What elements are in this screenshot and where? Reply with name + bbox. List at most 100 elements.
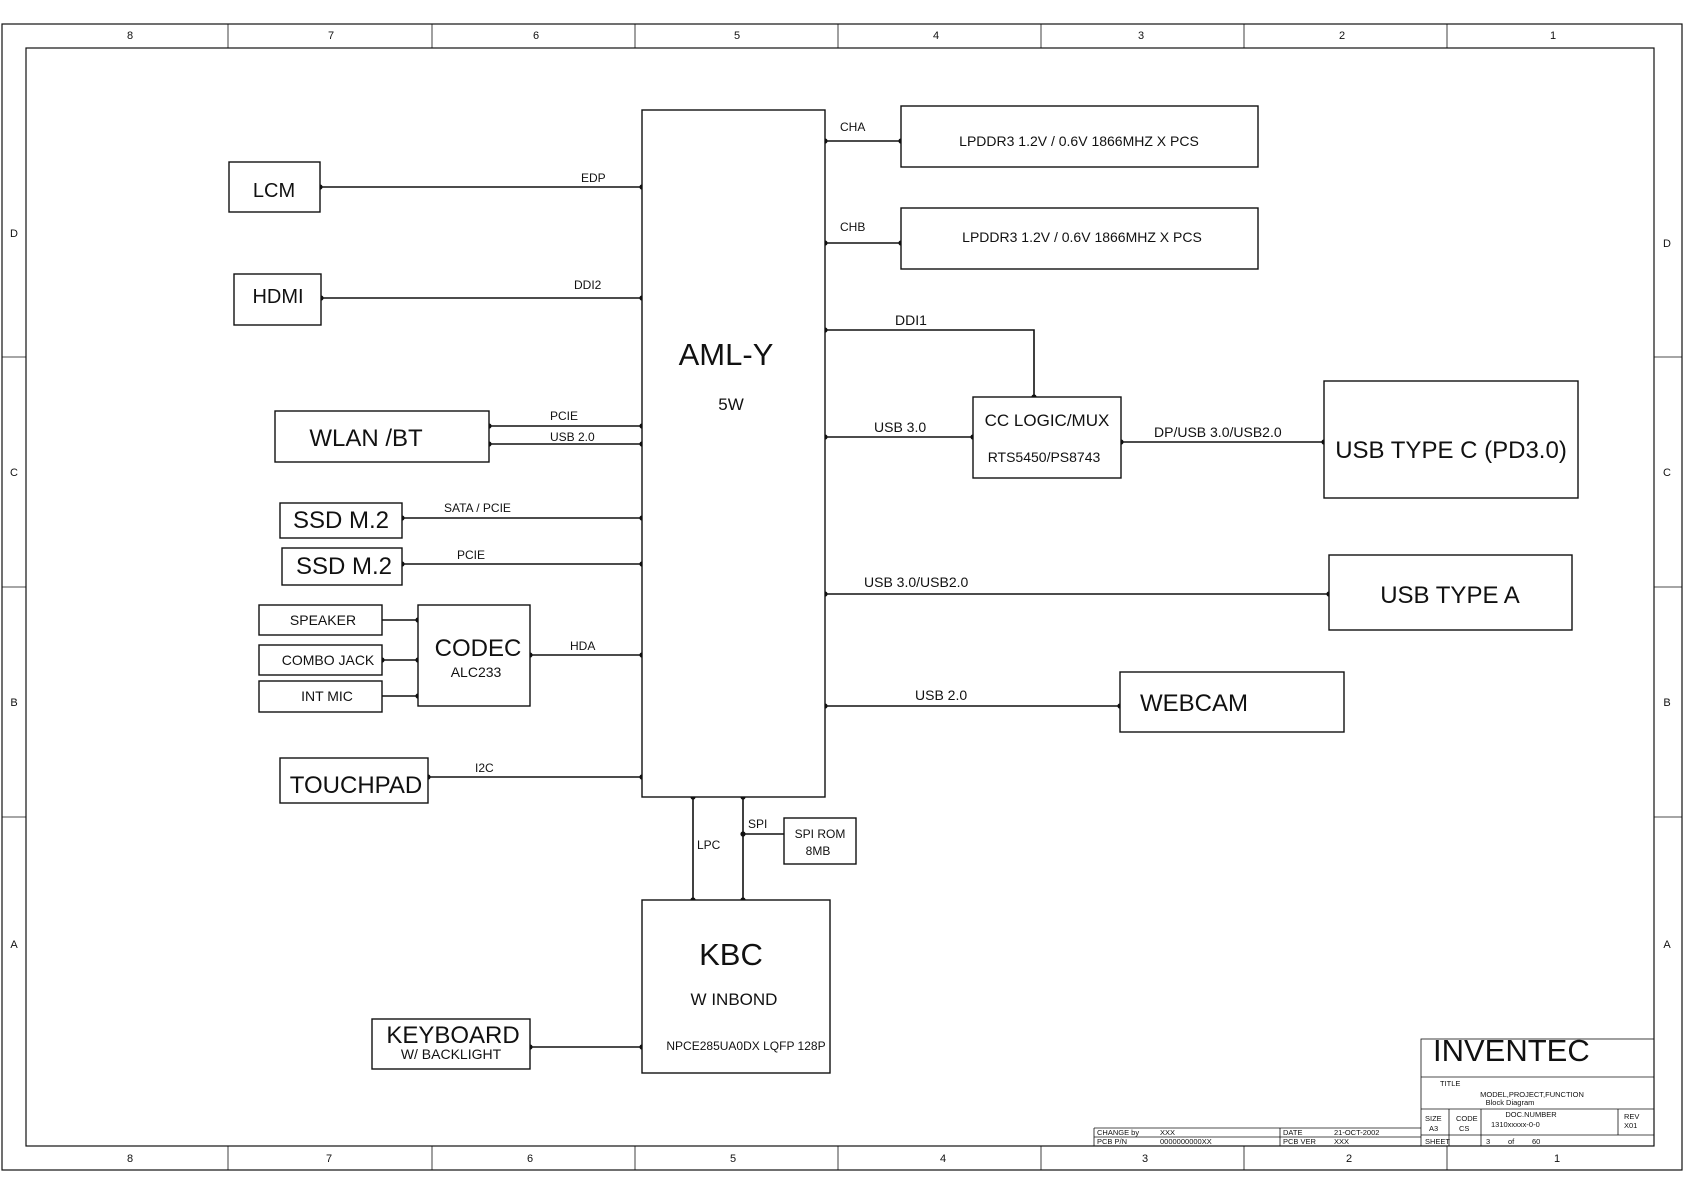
inner-border: [25, 47, 1655, 1147]
usb-type-c-label: USB TYPE C (PD3.0): [1335, 437, 1567, 464]
grid-col-bottom: 2: [1346, 1153, 1352, 1165]
codec-part: ALC233: [451, 664, 502, 680]
keyboard-sub-label: W/ BACKLIGHT: [401, 1046, 502, 1062]
kbc-name: KBC: [699, 937, 763, 972]
of-value: 60: [1532, 1137, 1540, 1146]
signal-pcie-wlan: PCIE: [550, 409, 578, 423]
cc-logic-block: CC LOGIC/MUX RTS5450/PS8743: [972, 396, 1122, 479]
pcb-ver-value: XXX: [1334, 1137, 1349, 1146]
lcm-label: LCM: [253, 180, 295, 202]
code-label: CODE: [1456, 1114, 1478, 1123]
grid-row-left: D: [10, 228, 18, 240]
pcb-ver-label: PCB VER: [1283, 1137, 1317, 1146]
grid-row-right: D: [1663, 238, 1671, 250]
grid-col-bottom: 4: [940, 1153, 946, 1165]
signal-i2c: I2C: [475, 761, 494, 775]
ssd-block: SSD M.2: [279, 502, 403, 539]
grid-col-top: 1: [1550, 30, 1556, 42]
kbc-part: NPCE285UA0DX LQFP 128P: [666, 1039, 825, 1053]
of-label: of: [1508, 1137, 1515, 1146]
webcam-label: WEBCAM: [1140, 690, 1248, 717]
grid-col-top: 6: [533, 30, 539, 42]
grid-row-left: C: [10, 467, 18, 479]
kbc-block: KBC W INBOND NPCE285UA0DX LQFP 128P: [641, 899, 831, 1074]
grid-col-top: 7: [328, 30, 334, 42]
signal-lpc: LPC: [697, 838, 721, 852]
lpddr3-label: LPDDR3 1.2V / 0.6V 1866MHZ X PCS: [962, 229, 1202, 245]
signal-dp-usb: DP/USB 3.0/USB2.0: [1154, 424, 1282, 440]
speaker-label: SPEAKER: [290, 612, 356, 628]
grid-col-top: 2: [1339, 30, 1345, 42]
signal-usb30: USB 3.0: [874, 419, 926, 435]
grid-col-bottom: 6: [527, 1153, 533, 1165]
signal-sata-pcie: SATA / PCIE: [444, 501, 511, 515]
sheet-value: 3: [1486, 1137, 1490, 1146]
title-block: INVENTEC TITLE MODEL,PROJECT,FUNCTION Bl…: [1093, 1033, 1655, 1147]
webcam-block: WEBCAM: [1119, 671, 1345, 733]
spi-rom-block: SPI ROM 8MB: [783, 817, 857, 865]
changed-by-label: CHANGE by: [1097, 1128, 1139, 1137]
zone-dividers-sides: [2, 356, 1682, 818]
usb-type-a-label: USB TYPE A: [1380, 582, 1520, 609]
lpddr3-block-chb: LPDDR3 1.2V / 0.6V 1866MHZ X PCS: [900, 207, 1259, 270]
signal-usb20-cam: USB 2.0: [915, 687, 967, 703]
hdmi-block: HDMI: [233, 273, 322, 326]
rev-label: REV: [1624, 1112, 1639, 1121]
grid-labels-left: D C B A: [10, 228, 18, 951]
cpu-name: AML-Y: [679, 337, 774, 372]
grid-col-bottom: 1: [1554, 1153, 1560, 1165]
int-mic-block: INT MIC: [258, 680, 383, 713]
spi-rom-size: 8MB: [806, 844, 831, 858]
signal-usb20-wlan: USB 2.0: [550, 430, 595, 444]
touchpad-label: TOUCHPAD: [290, 772, 422, 799]
signal-ddi1: DDI1: [895, 312, 927, 328]
ssd-label: SSD M.2: [293, 507, 389, 534]
doc-number-value: 1310xxxxx-0-0: [1491, 1120, 1540, 1129]
grid-col-bottom: 7: [326, 1153, 332, 1165]
combo-jack-label: COMBO JACK: [282, 652, 375, 668]
grid-row-right: B: [1663, 697, 1670, 709]
codec-label: CODEC: [435, 635, 522, 662]
signal-labels: EDP DDI2 PCIE USB 2.0 SATA / PCIE PCIE H…: [444, 120, 1282, 852]
cc-logic-label: CC LOGIC/MUX: [985, 411, 1110, 430]
outer-frame: [1, 23, 1683, 1171]
int-mic-label: INT MIC: [301, 688, 353, 704]
touchpad-block: TOUCHPAD: [279, 757, 429, 804]
signal-edp: EDP: [581, 171, 606, 185]
combo-jack-block: COMBO JACK: [258, 644, 383, 676]
size-label: SIZE: [1425, 1114, 1442, 1123]
ssd-label: SSD M.2: [296, 553, 392, 580]
grid-row-right: A: [1663, 939, 1671, 951]
signal-usb30-usb20: USB 3.0/USB2.0: [864, 574, 968, 590]
grid-labels-right: D C B A: [1663, 238, 1671, 951]
zone-dividers-bottom: [227, 1146, 1448, 1170]
grid-col-top: 4: [933, 30, 939, 42]
changed-by-value: XXX: [1160, 1128, 1175, 1137]
pcb-pn-value: 0000000000XX: [1160, 1137, 1212, 1146]
title-label: TITLE: [1440, 1079, 1460, 1088]
grid-row-right: C: [1663, 467, 1671, 479]
grid-labels-bottom: 8 7 6 5 4 3 2 1: [127, 1153, 1560, 1165]
spi-rom-label: SPI ROM: [795, 827, 846, 841]
keyboard-block: KEYBOARD W/ BACKLIGHT: [371, 1018, 531, 1070]
grid-labels-top: 8 7 6 5 4 3 2 1: [127, 30, 1556, 42]
grid-col-bottom: 8: [127, 1153, 133, 1165]
ssd-block: SSD M.2: [281, 547, 403, 586]
cc-logic-part: RTS5450/PS8743: [988, 449, 1101, 465]
codec-block: CODEC ALC233: [417, 604, 531, 707]
grid-row-left: A: [10, 939, 18, 951]
speaker-block: SPEAKER: [258, 604, 383, 636]
date-label: DATE: [1283, 1128, 1302, 1137]
signal-spi: SPI: [748, 817, 767, 831]
signal-ddi2: DDI2: [574, 278, 602, 292]
wlan-bt-label: WLAN /BT: [309, 425, 423, 452]
grid-col-top: 8: [127, 30, 133, 42]
zone-dividers-top: [227, 24, 1448, 48]
signal-pcie-ssd: PCIE: [457, 548, 485, 562]
rev-value: X01: [1624, 1121, 1637, 1130]
wire-ddi1: [825, 329, 1035, 397]
grid-col-bottom: 3: [1142, 1153, 1148, 1165]
usb-type-a-block: USB TYPE A: [1328, 554, 1573, 631]
lpddr3-block-cha: LPDDR3 1.2V / 0.6V 1866MHZ X PCS: [900, 105, 1259, 168]
doc-number-label: DOC.NUMBER: [1505, 1110, 1557, 1119]
